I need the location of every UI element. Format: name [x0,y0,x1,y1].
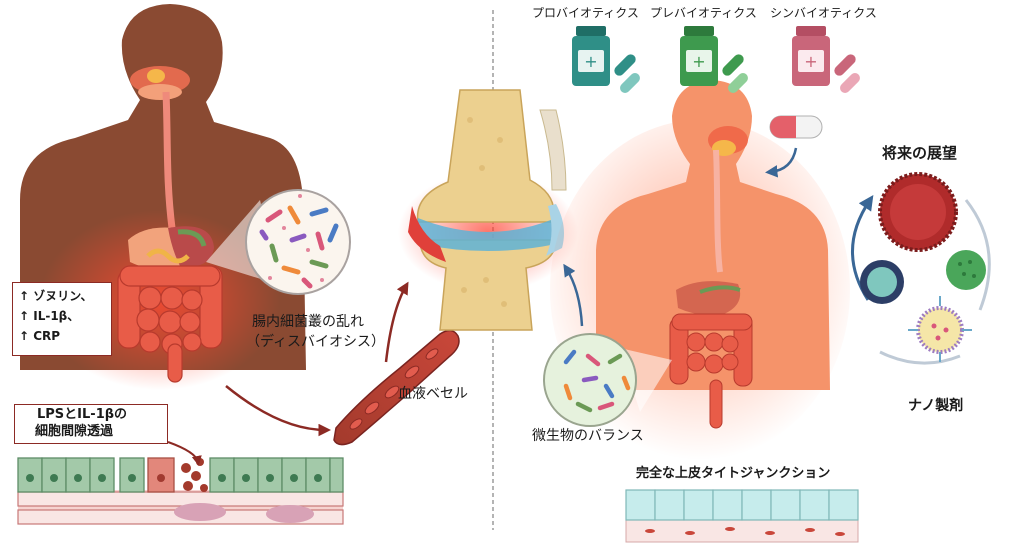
gut-to-vessel-arrow [225,385,331,437]
dysbiosis-label-line1: 腸内細菌叢の乱れ [252,314,364,330]
synbiotics-label: シンバイオティクス [770,6,877,20]
leaky-epithelium [17,457,344,525]
svg-text:+: + [804,52,817,71]
vessel-to-joint-arrow [384,281,409,363]
microbial-balance-label: 微生物のバランス [532,428,644,444]
dysbiosis-magnifier [206,189,351,295]
inflammation-markers-box: ↑ ゾヌリン、 ↑ IL-1β、 ↑ CRP [12,282,112,356]
capsule-icon [769,115,823,139]
capsule-arrow [765,147,798,178]
blood-vessel [333,329,460,446]
svg-text:+: + [584,52,597,71]
marker-crp: ↑ CRP [19,329,61,343]
balance-to-joint-arrow [563,263,584,327]
leak-label-line2: 細胞間隙透過 [35,424,114,439]
dysbiosis-label-line2: （ディスバイオシス） [246,334,386,350]
svg-text:+: + [692,52,705,71]
synbiotic-bottle-icon: + [792,26,860,93]
nanoformulation-cycle [851,172,991,365]
prebiotic-bottle-icon: + [680,26,748,93]
leak-arrow [167,441,202,466]
probiotic-bottle-icon: + [572,26,640,93]
balance-magnifier [543,333,672,427]
knee-joint [398,89,578,331]
blood-vessel-label: 血液ベセル [398,386,468,402]
probiotics-label: プロバイオティクス [532,6,639,20]
prebiotics-label: プレバイオティクス [650,6,757,20]
leak-label-line1: LPSとIL-1βの [37,407,128,422]
tight-junction-label: 完全な上皮タイトジャンクション [636,466,831,481]
future-outlook-title: 将来の展望 [882,144,958,162]
nanoformulation-label: ナノ製剤 [908,398,964,414]
marker-zonulin: ↑ ゾヌリン、 [19,289,93,303]
marker-il1b: ↑ IL-1β、 [19,309,80,323]
intact-epithelium [625,489,859,543]
leak-label-box: LPSとIL-1βの 細胞間隙透過 [14,404,168,444]
